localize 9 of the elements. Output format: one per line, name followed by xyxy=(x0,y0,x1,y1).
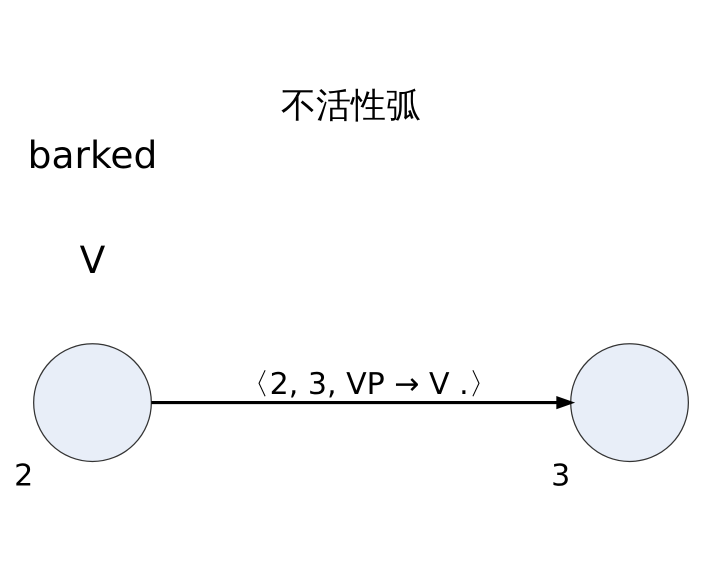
diagram-title: 不活性弧 xyxy=(281,84,421,126)
arrow xyxy=(151,396,576,409)
edge-label: 〈2, 3, VP → V .〉 xyxy=(240,366,499,402)
node-label: 3 xyxy=(551,458,570,493)
label: barked xyxy=(28,132,158,176)
node-label: 2 xyxy=(14,458,34,493)
label: V xyxy=(80,238,106,282)
node-circle xyxy=(33,342,152,462)
node-circle xyxy=(570,342,689,462)
